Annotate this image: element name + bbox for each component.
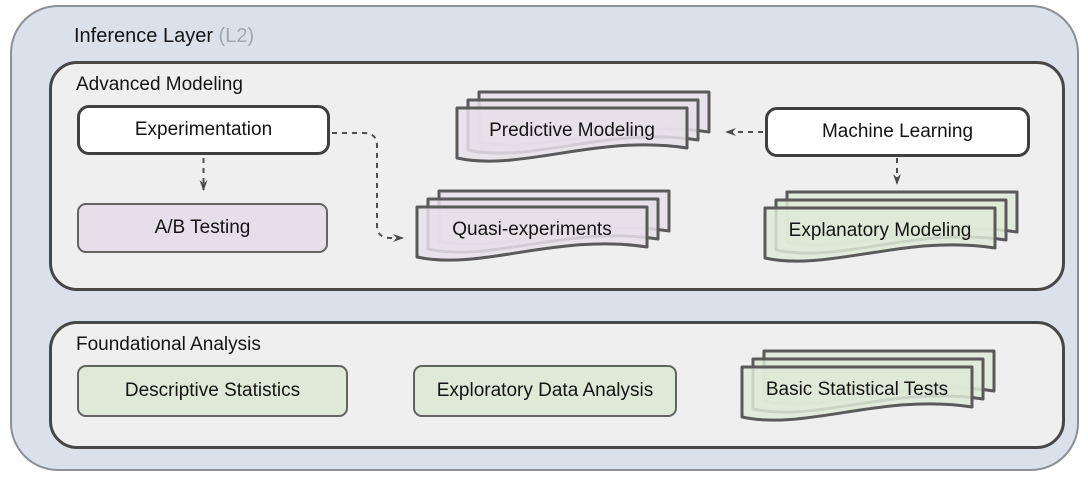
doc-stack-shape: [740, 349, 996, 422]
node-exploratory-data-analysis: Exploratory Data Analysis: [413, 365, 677, 417]
node-machine-learning-label: Machine Learning: [821, 121, 974, 142]
node-descriptive-statistics: Descriptive Statistics: [77, 365, 348, 417]
inference-layer-title-tag: (L2): [218, 25, 255, 47]
inference-layer-title-text: Inference Layer: [74, 25, 213, 47]
node-explanatory-modeling-label: Explanatory Modeling: [788, 220, 972, 241]
section-foundational-analysis-label: Foundational Analysis: [76, 334, 261, 355]
node-predictive-modeling: Predictive Modeling: [455, 90, 711, 174]
doc-stack-shape: [763, 190, 1019, 263]
node-descriptive-statistics-label: Descriptive Statistics: [124, 380, 301, 401]
inference-layer-title: Inference Layer (L2): [74, 25, 254, 48]
node-explanatory-modeling: Explanatory Modeling: [763, 190, 1019, 274]
doc-layer-front: [740, 365, 974, 422]
node-exploratory-data-analysis-label: Exploratory Data Analysis: [436, 380, 654, 401]
node-basic-statistical-tests: Basic Statistical Tests: [740, 349, 996, 433]
node-predictive-modeling-label: Predictive Modeling: [489, 120, 655, 141]
doc-stack-shape: [415, 189, 671, 262]
node-ab-testing: A/B Testing: [77, 203, 328, 253]
node-ab-testing-label: A/B Testing: [154, 217, 251, 238]
doc-stack-shape: [455, 90, 711, 163]
node-experimentation-label: Experimentation: [134, 119, 273, 140]
doc-layer-front: [415, 205, 649, 262]
node-machine-learning: Machine Learning: [765, 107, 1030, 157]
node-quasi-experiments: Quasi-experiments: [415, 189, 671, 273]
doc-layer-front: [763, 206, 997, 263]
node-experimentation: Experimentation: [77, 105, 330, 155]
node-quasi-experiments-label: Quasi-experiments: [452, 219, 612, 240]
node-basic-statistical-tests-label: Basic Statistical Tests: [765, 379, 949, 400]
doc-layer-front: [455, 106, 689, 163]
section-advanced-modeling-label: Advanced Modeling: [76, 74, 243, 95]
